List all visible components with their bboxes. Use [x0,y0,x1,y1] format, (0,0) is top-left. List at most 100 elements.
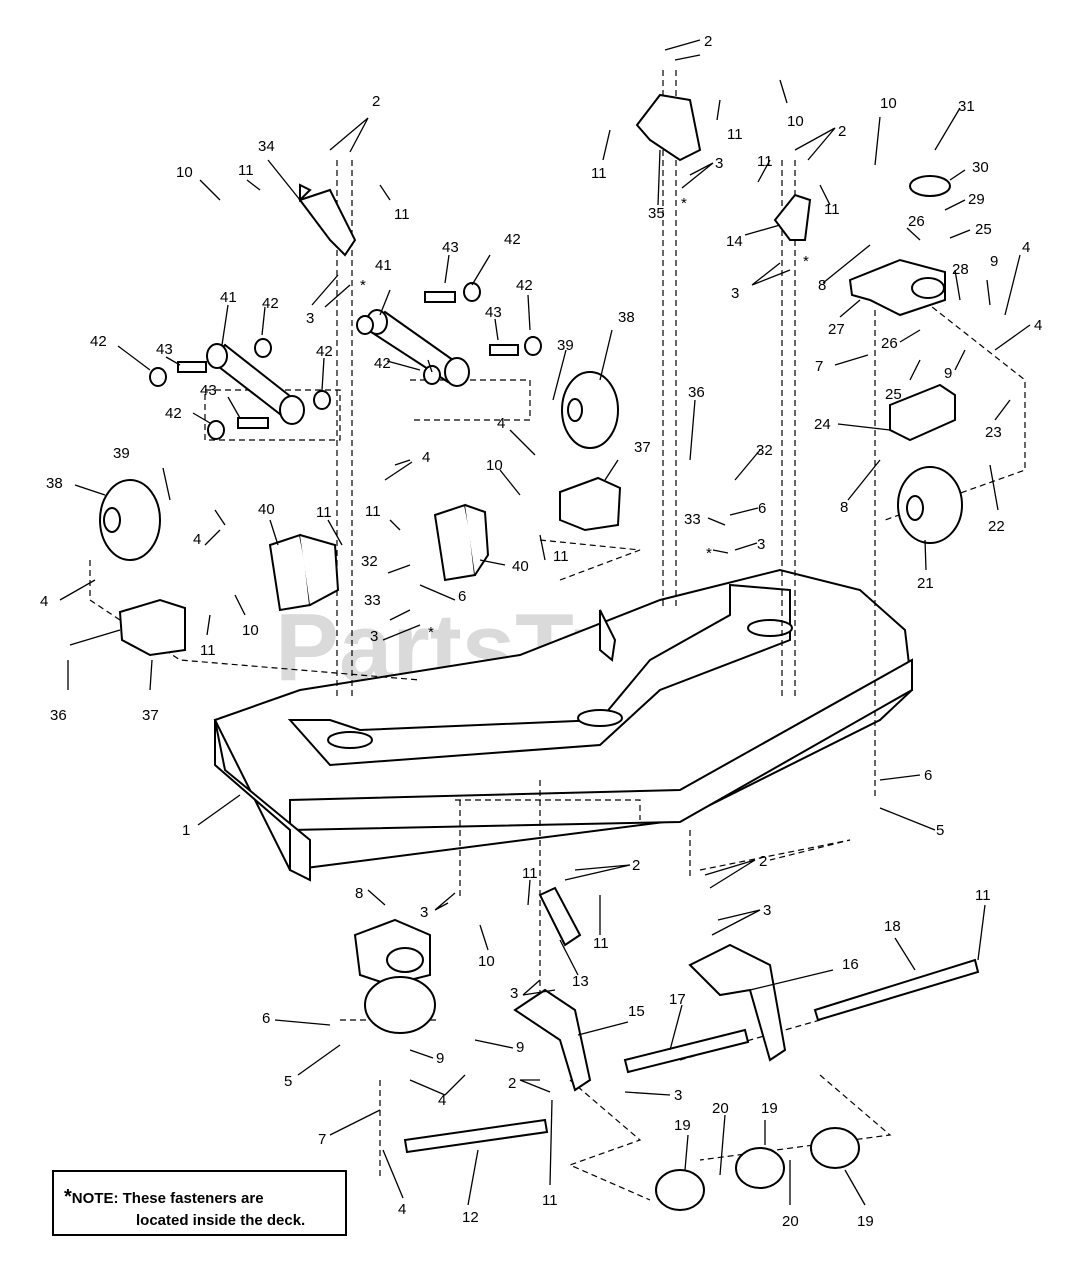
callout-10: 10 [242,622,259,639]
callout-43: 43 [485,304,502,321]
callout-28: 28 [952,261,969,278]
roller-shaft-18[interactable] [813,958,980,1022]
callout-19: 19 [674,1117,691,1134]
callout-2: 2 [508,1075,516,1092]
callout-32: 32 [361,553,378,570]
callout-19: 19 [857,1213,874,1230]
anti-scalp-wheel-21[interactable] [897,466,963,544]
callout-31: 31 [958,98,975,115]
callout-3: 3 [510,985,518,1002]
callout-14: 14 [726,233,743,250]
callout-4: 4 [438,1092,446,1109]
callout-asterisk: * [428,624,434,641]
callout-13: 13 [572,973,589,990]
caster-bracket-40-left[interactable] [268,533,340,612]
callout-8: 8 [840,499,848,516]
callout-3: 3 [731,285,739,302]
callout-11: 11 [394,206,410,223]
callout-3: 3 [757,536,765,553]
front-caster-assembly[interactable] [353,918,436,1034]
deck-mount-bracket-34[interactable] [298,183,357,257]
callout-11: 11 [200,642,216,659]
callout-11: 11 [553,548,569,565]
callout-38: 38 [46,475,63,492]
callout-29: 29 [968,191,985,208]
callout-43: 43 [200,382,217,399]
callout-7: 7 [815,358,823,375]
roller-bracket-15[interactable] [513,988,592,1092]
callout-3: 3 [420,904,428,921]
mower-deck[interactable] [213,568,914,882]
anti-scalp-wheel-38-right[interactable] [561,371,619,449]
deck-mount-bracket-14[interactable] [773,193,812,241]
lift-arm-41-left[interactable] [206,343,305,425]
callout-11: 11 [316,504,332,521]
callout-asterisk: * [360,277,366,294]
callout-34: 34 [258,138,275,155]
callout-2: 2 [759,853,767,870]
anti-scalp-wheel-38-left[interactable] [99,479,161,561]
callout-4: 4 [398,1201,406,1218]
caster-cap-30[interactable] [909,175,951,197]
callout-43: 43 [156,341,173,358]
callout-6: 6 [262,1010,270,1027]
callout-40: 40 [258,501,275,518]
callout-2: 2 [704,33,712,50]
caster-bracket-40-right[interactable] [433,503,490,582]
callout-asterisk: * [803,253,809,270]
caster-bracket-37-right[interactable] [559,476,622,532]
callout-3: 3 [715,155,723,172]
callout-17: 17 [669,991,686,1008]
callout-42: 42 [316,343,333,360]
callout-42: 42 [262,295,279,312]
callout-8: 8 [818,277,826,294]
callout-labels: 2 10 11 34 11 * 3 43 42 42 41 41 42 43 4… [40,33,1042,1230]
callout-3: 3 [674,1087,682,1104]
lift-arm-41-right[interactable] [366,309,470,387]
rollers-19[interactable] [655,1127,860,1211]
leader-lines [59,39,1031,1206]
callout-11: 11 [593,935,609,952]
callout-41: 41 [220,289,237,306]
callout-1: 1 [182,822,190,839]
callout-39: 39 [113,445,130,462]
callout-18: 18 [884,918,901,935]
callout-11: 11 [591,165,607,182]
callout-6: 6 [924,767,932,784]
callout-32: 32 [756,442,773,459]
callout-37: 37 [634,439,651,456]
callout-7: 7 [318,1131,326,1148]
callout-4: 4 [497,415,505,432]
callout-24: 24 [814,416,831,433]
callout-4: 4 [1022,239,1030,256]
caster-bracket-37-left[interactable] [118,598,186,657]
callout-10: 10 [880,95,897,112]
callout-11: 11 [365,503,381,520]
callout-5: 5 [284,1073,292,1090]
callout-11: 11 [727,126,743,143]
callout-35: 35 [648,205,665,222]
callout-4: 4 [193,531,201,548]
callout-2: 2 [372,93,380,110]
callout-25: 25 [885,386,902,403]
callout-10: 10 [176,164,193,181]
callout-4: 4 [422,449,430,466]
callout-26: 26 [908,213,925,230]
callout-3: 3 [370,628,378,645]
callout-42: 42 [516,277,533,294]
callout-2: 2 [838,123,846,140]
callout-9: 9 [516,1039,524,1056]
caster-yoke-27[interactable] [848,258,946,317]
deck-mount-bracket-35[interactable] [635,93,702,162]
roller-shaft-12[interactable] [403,1118,549,1154]
callout-39: 39 [557,337,574,354]
roller-shaft-17[interactable] [623,1028,750,1074]
callout-8: 8 [355,885,363,902]
roller-bracket-16[interactable] [688,943,787,1062]
roller-bracket-13[interactable] [538,886,582,947]
note-asterisk: * [64,1186,72,1208]
callout-15: 15 [628,1003,645,1020]
callout-4: 4 [1034,317,1042,334]
